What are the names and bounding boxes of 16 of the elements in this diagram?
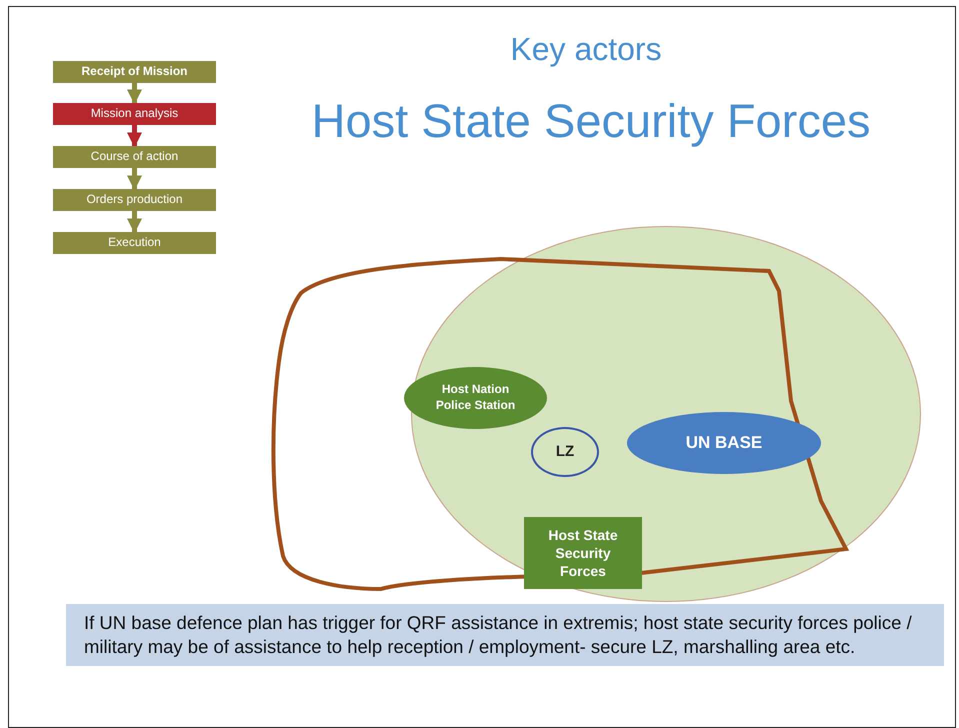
lz-circle: LZ: [531, 427, 599, 477]
police-station-ellipse: Host Nation Police Station: [404, 367, 547, 429]
security-forces-box: Host State Security Forces: [524, 517, 642, 589]
arrow: [127, 83, 142, 104]
arrow: [127, 168, 142, 190]
step-box: Course of action: [53, 146, 216, 168]
step-box: Receipt of Mission: [53, 61, 216, 83]
arrow: [127, 211, 142, 234]
slide-title: Host State Security Forces: [310, 93, 872, 148]
subtitle: Key actors: [509, 31, 663, 68]
note-box: If UN base defence plan has trigger for QRF assistance in extremis; host state security forces police / military may be of assistance to help reception / employment- secure LZ, marshalling area etc.: [66, 604, 944, 666]
step-box: Mission analysis: [53, 103, 216, 125]
arrow: [127, 125, 142, 148]
un-base-ellipse: UN BASE: [627, 412, 821, 474]
step-box: Execution: [53, 232, 216, 254]
step-box: Orders production: [53, 189, 216, 211]
